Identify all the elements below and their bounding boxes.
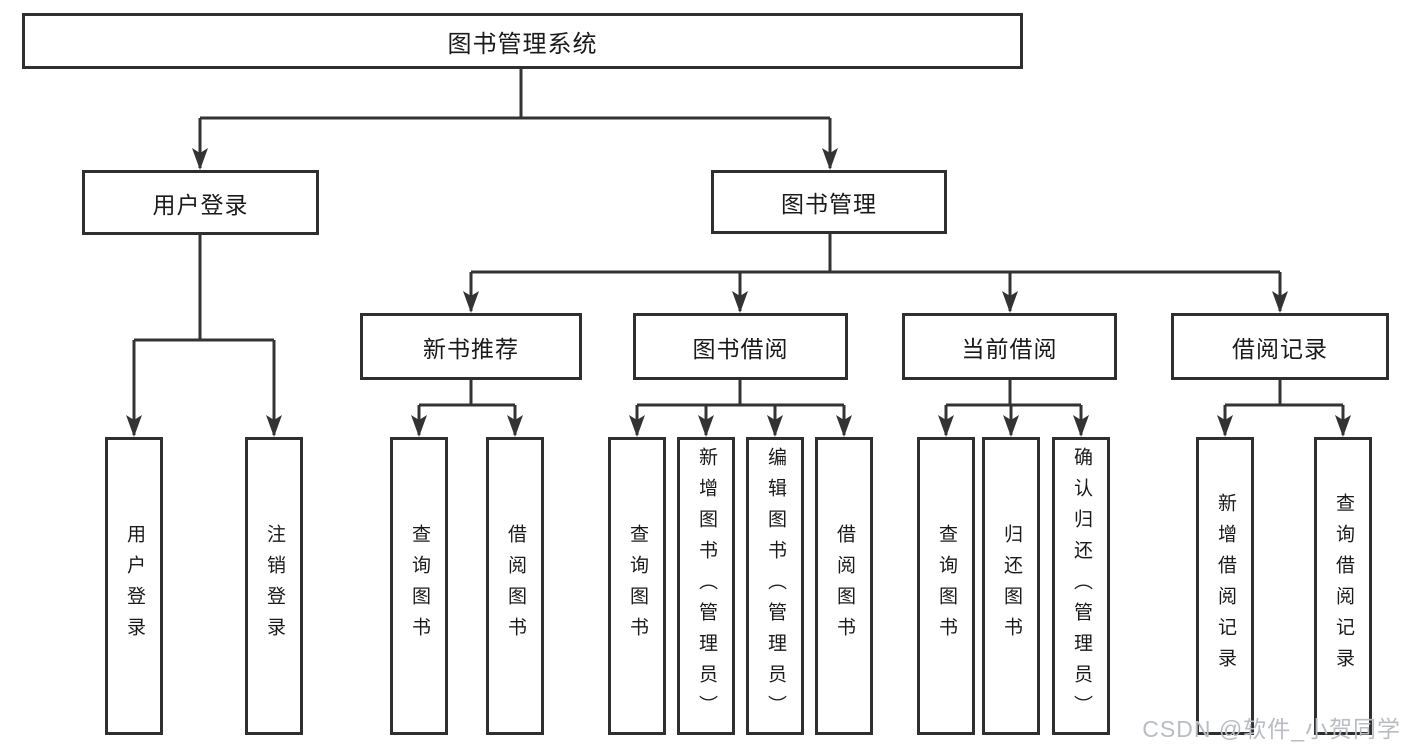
leaf-borrow-add-book-admin: 新增图书（管理员）: [677, 437, 735, 735]
connector-path: [132, 69, 1345, 435]
node-root-label: 图书管理系统: [447, 30, 598, 58]
leaf-record-add-label: 新增借阅记录: [1214, 493, 1236, 679]
leaf-borrow-edit-book-admin-label: 编辑图书（管理员）: [764, 446, 786, 726]
leaf-record-query: 查询借阅记录: [1314, 437, 1372, 735]
leaf-user-login: 用户登录: [105, 437, 163, 735]
leaf-current-confirm-return-admin: 确认归还（管理员）: [1052, 437, 1110, 735]
leaf-current-return-book-label: 归还图书: [1000, 524, 1022, 648]
leaf-record-query-label: 查询借阅记录: [1332, 493, 1354, 679]
node-user-login-label: 用户登录: [152, 191, 249, 218]
node-new-book-recommend: 新书推荐: [360, 313, 582, 380]
leaf-recommend-borrow-book-label: 借阅图书: [504, 524, 526, 648]
leaf-recommend-query-book-label: 查询图书: [408, 524, 430, 648]
node-current-borrow: 当前借阅: [902, 313, 1117, 380]
leaf-logout-login: 注销登录: [245, 437, 303, 735]
leaf-borrow-query-book-label: 查询图书: [626, 524, 648, 648]
node-current-borrow-label: 当前借阅: [961, 335, 1058, 362]
node-book-borrow-label: 图书借阅: [692, 335, 789, 362]
node-borrow-record: 借阅记录: [1171, 313, 1389, 380]
leaf-recommend-query-book: 查询图书: [390, 437, 448, 735]
leaf-borrow-edit-book-admin: 编辑图书（管理员）: [746, 437, 804, 735]
leaf-current-query-book-label: 查询图书: [935, 524, 957, 648]
leaf-logout-login-label: 注销登录: [263, 524, 285, 648]
leaf-record-add: 新增借阅记录: [1196, 437, 1254, 735]
node-book-management-label: 图书管理: [781, 191, 877, 217]
leaf-current-confirm-return-admin-label: 确认归还（管理员）: [1070, 446, 1092, 726]
node-new-book-recommend-label: 新书推荐: [423, 335, 519, 362]
leaf-user-login-label: 用户登录: [123, 524, 145, 648]
leaf-current-query-book: 查询图书: [917, 437, 975, 735]
node-root: 图书管理系统: [22, 13, 1023, 69]
leaf-current-return-book: 归还图书: [982, 437, 1040, 735]
node-borrow-record-label: 借阅记录: [1232, 335, 1328, 362]
leaf-borrow-borrow-book-label: 借阅图书: [833, 524, 855, 648]
leaf-borrow-add-book-admin-label: 新增图书（管理员）: [695, 446, 717, 726]
leaf-borrow-borrow-book: 借阅图书: [815, 437, 873, 735]
leaf-recommend-borrow-book: 借阅图书: [486, 437, 544, 735]
node-book-borrow: 图书借阅: [633, 313, 848, 380]
leaf-borrow-query-book: 查询图书: [608, 437, 666, 735]
node-user-login: 用户登录: [82, 170, 319, 235]
node-book-management: 图书管理: [711, 170, 947, 234]
